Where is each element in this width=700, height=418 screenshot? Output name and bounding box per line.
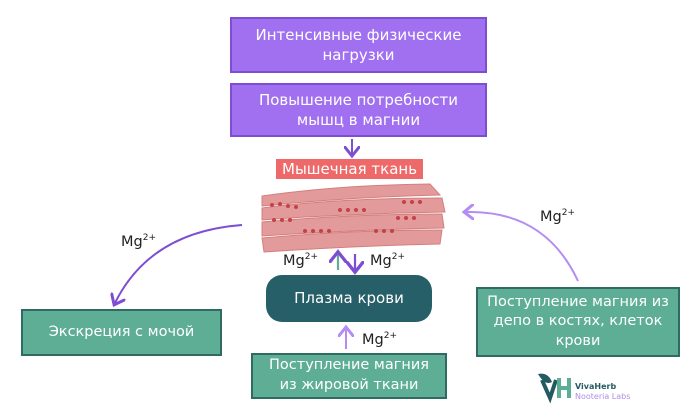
mg-symbol: Mg (540, 208, 562, 225)
arrow-muscle-to-excretion (115, 224, 243, 303)
logo-brand: VivaHerb (575, 382, 617, 391)
box-excretion: Экскреция с мочой (21, 309, 222, 356)
mg-symbol: Mg (370, 252, 392, 269)
box-bone-depot-text: Поступление магния из депо в костях, кле… (487, 293, 669, 349)
box-demand-text: Повышение потребности мышц в магнии (258, 90, 459, 129)
box-demand: Повышение потребности мышц в магнии (230, 83, 487, 137)
box-bone-depot: Поступление магния из депо в костях, кле… (476, 287, 680, 357)
mg-symbol: Mg (283, 252, 305, 269)
mg-excretion: Mg2+ (121, 233, 156, 250)
logo-sub: Nooteria Labs (575, 392, 631, 401)
box-plasma-text: Плазма крови (294, 289, 404, 308)
muscle-tissue-label: Мышечная ткань (276, 159, 424, 179)
mg-charge: 2+ (561, 208, 575, 218)
mg-symbol: Mg (121, 233, 143, 250)
mg-charge: 2+ (304, 252, 318, 262)
box-excretion-text: Экскреция с мочой (48, 323, 195, 340)
mg-bone: Mg2+ (540, 208, 575, 225)
box-plasma: Плазма крови (266, 275, 432, 322)
mg-muscle-left: Mg2+ (283, 252, 318, 269)
mg-charge: 2+ (391, 252, 405, 262)
mg-charge: 2+ (142, 233, 156, 243)
mg-fat: Mg2+ (362, 331, 397, 348)
arrow-bone-to-muscle (466, 212, 579, 282)
mg-symbol: Mg (362, 331, 384, 348)
box-fat-tissue-text: Поступление магния из жировой ткани (269, 357, 429, 393)
mg-muscle-right: Mg2+ (370, 252, 405, 269)
box-fat-tissue: Поступление магния из жировой ткани (251, 353, 447, 399)
mg-charge: 2+ (383, 331, 397, 341)
box-exercise: Интенсивные физические нагрузки (230, 17, 487, 73)
box-exercise-text: Интенсивные физические нагрузки (255, 25, 462, 64)
